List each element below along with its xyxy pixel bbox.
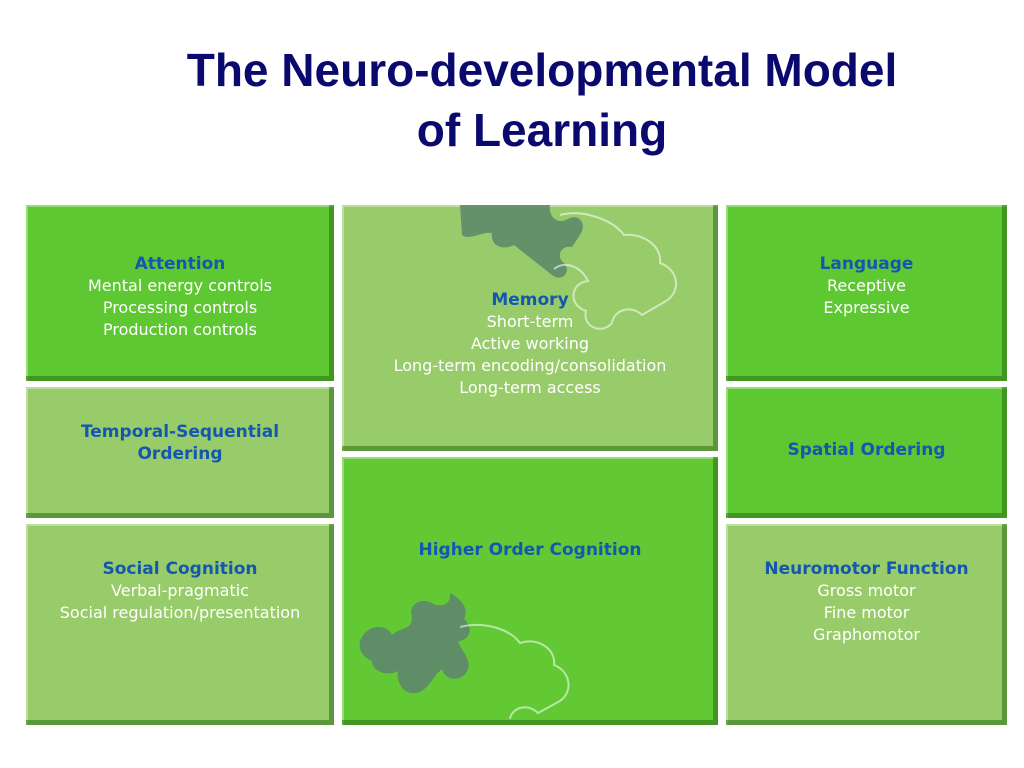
puzzle-piece-icon <box>460 205 677 330</box>
attention-item: Mental energy controls <box>87 276 273 295</box>
attention-item: Production controls <box>102 320 257 339</box>
language-item: Receptive <box>826 276 907 295</box>
slide-title-line-1: The Neuro-developmental Model <box>186 44 898 96</box>
memory-item: Long-term access <box>459 378 601 397</box>
memory-tile: Memory Short-term Active working Long-te… <box>342 205 718 451</box>
language-heading: Language <box>819 254 914 274</box>
attention-item: Processing controls <box>102 298 258 317</box>
temporal-sequential-heading: Temporal-Sequential <box>80 422 280 442</box>
learning-model-diagram: Attention Mental energy controls Process… <box>26 205 1007 725</box>
social-cognition-item: Social regulation/presentation <box>59 603 301 622</box>
memory-item: Short-term <box>486 312 574 331</box>
neuromotor-function-item: Fine motor <box>823 603 910 622</box>
social-cognition-tile: Social Cognition Verbal-pragmatic Social… <box>26 524 334 725</box>
social-cognition-item: Verbal-pragmatic <box>111 581 249 600</box>
puzzle-piece-icon <box>359 593 570 720</box>
memory-heading: Memory <box>491 290 569 310</box>
language-item: Expressive <box>823 298 910 317</box>
neuromotor-function-item: Gross motor <box>817 581 916 600</box>
social-cognition-heading: Social Cognition <box>102 559 258 579</box>
spatial-ordering-heading: Spatial Ordering <box>787 440 946 460</box>
memory-item: Long-term encoding/consolidation <box>393 356 667 375</box>
spatial-ordering-tile: Spatial Ordering <box>726 387 1007 518</box>
higher-order-cognition-heading: Higher Order Cognition <box>418 540 642 560</box>
higher-order-cognition-tile: Higher Order Cognition <box>342 457 718 725</box>
slide-title: The Neuro-developmental Model of Learnin… <box>60 40 1024 160</box>
neuromotor-function-item: Graphomotor <box>813 625 920 644</box>
neuromotor-function-heading: Neuromotor Function <box>764 559 969 579</box>
language-tile: Language Receptive Expressive <box>726 205 1007 381</box>
attention-tile: Attention Mental energy controls Process… <box>26 205 334 381</box>
memory-item: Active working <box>470 334 590 353</box>
temporal-sequential-tile: Temporal-Sequential Ordering <box>26 387 334 518</box>
slide-title-line-2: of Learning <box>416 104 668 156</box>
neuromotor-function-tile: Neuromotor Function Gross motor Fine mot… <box>726 524 1007 725</box>
attention-heading: Attention <box>134 254 226 274</box>
temporal-sequential-heading: Ordering <box>137 444 223 464</box>
